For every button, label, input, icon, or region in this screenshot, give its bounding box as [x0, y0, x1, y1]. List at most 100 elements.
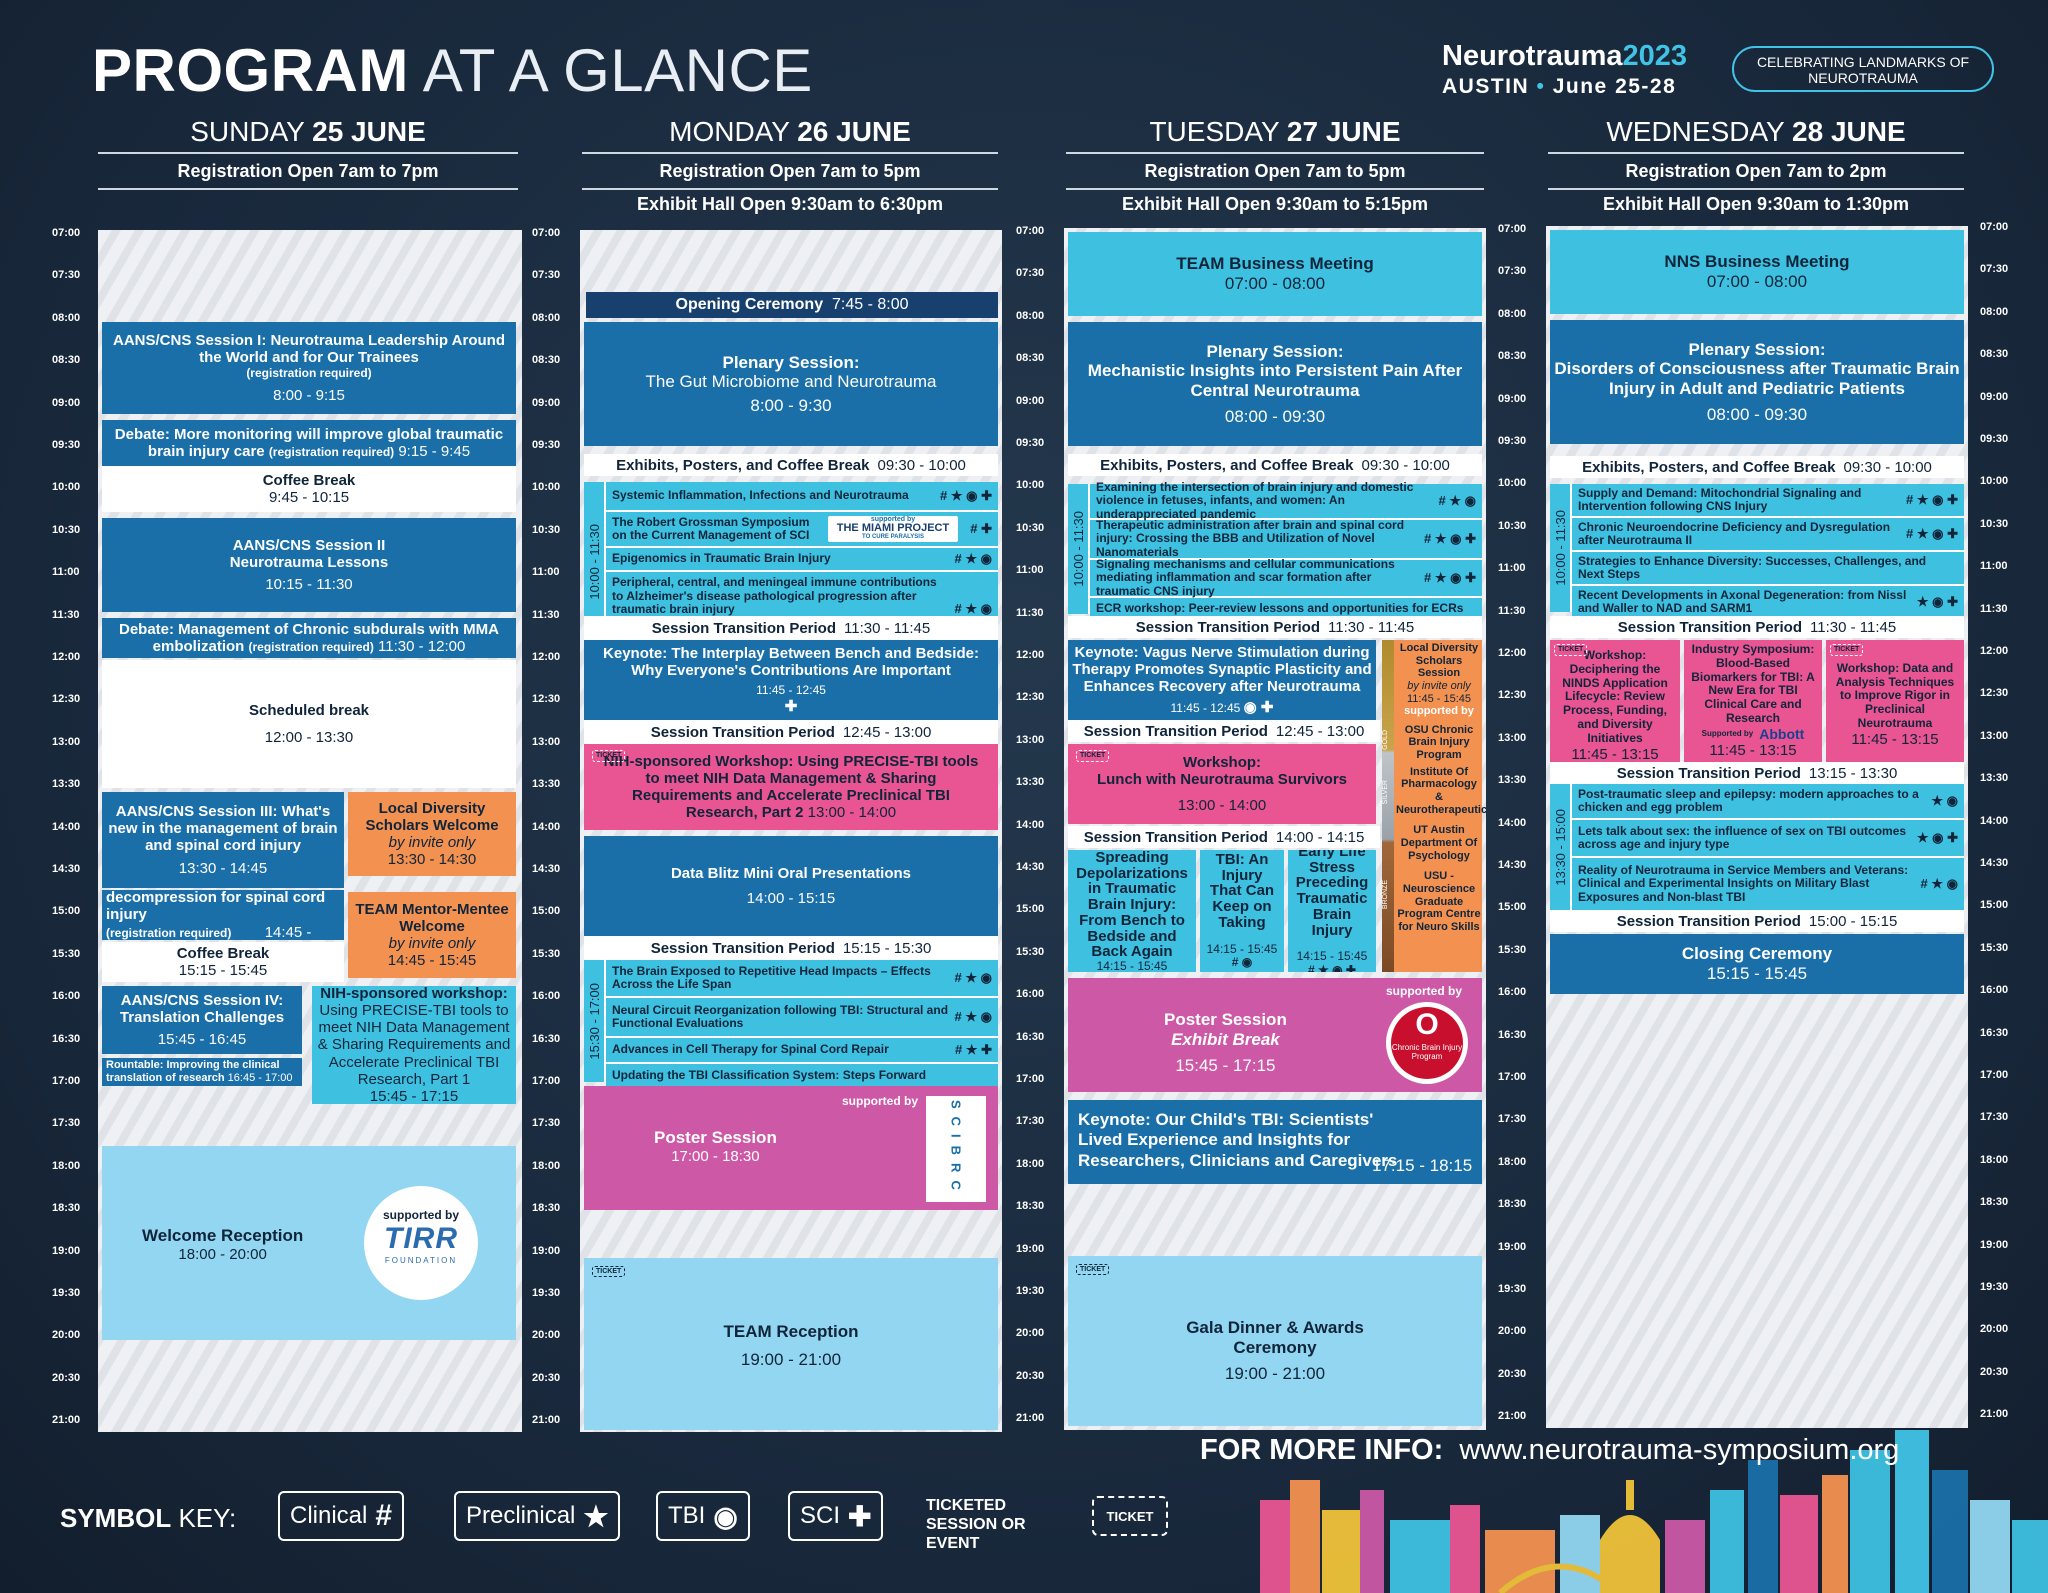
website-link[interactable]: www.neurotrauma-symposium.org — [1459, 1434, 1900, 1466]
parallel-session[interactable]: Recent Developments in Axonal Degenerati… — [1572, 586, 1964, 620]
time-label: 19:30 — [1498, 1283, 1527, 1295]
session-early-life-stress[interactable]: Early Life Stress Preceding Traumatic Br… — [1288, 850, 1376, 972]
time-label: 19:00 — [532, 1244, 561, 1257]
ticket-icon: TICKET — [1076, 750, 1110, 763]
parallel-session[interactable]: Advances in Cell Therapy for Spinal Cord… — [606, 1038, 998, 1064]
time-label: 19:30 — [532, 1287, 561, 1299]
time-label: 17:00 — [1498, 1071, 1527, 1083]
time-label: 10:00 — [532, 481, 561, 494]
parallel-session[interactable]: Systemic Inflammation, Infections and Ne… — [606, 482, 998, 512]
poster-session-tuesday[interactable]: Poster Session Exhibit Break 15:45 - 17:… — [1068, 978, 1482, 1092]
session-aans-4[interactable]: AANS/CNS Session IV: Translation Challen… — [102, 986, 302, 1054]
parallel-session[interactable]: Reality of Neurotrauma in Service Member… — [1572, 858, 1964, 912]
parallel-session[interactable]: Epigenomics in Traumatic Brain Injury# ★… — [606, 548, 998, 572]
keynote-childs-tbi[interactable]: Keynote: Our Child's TBI: Scientists' Li… — [1068, 1100, 1482, 1184]
time-label: 16:30 — [1498, 1028, 1527, 1041]
time-label: 18:00 — [52, 1159, 81, 1172]
nih-workshop-part-1[interactable]: NIH-sponsored workshop: Using PRECISE-TB… — [312, 986, 516, 1104]
time-label: 14:30 — [532, 863, 561, 875]
workshop-ninds[interactable]: TICKET Workshop: Deciphering the NINDS A… — [1550, 640, 1680, 762]
opening-ceremony[interactable]: Opening Ceremony 7:45 - 8:00 — [586, 292, 998, 318]
local-diversity-welcome[interactable]: Local Diversity Scholars Welcome by invi… — [348, 792, 516, 876]
session-cortical-spreading[interactable]: Cortical Spreading Depolarizations in Tr… — [1068, 850, 1196, 972]
time-label: 10:00 — [52, 481, 81, 494]
closing-ceremony[interactable]: Closing Ceremony 15:15 - 15:45 — [1550, 934, 1964, 994]
data-blitz-session[interactable]: Data Blitz Mini Oral Presentations 14:00… — [584, 836, 998, 936]
time-label: 18:00 — [1498, 1155, 1527, 1168]
time-label: 08:00 — [532, 311, 561, 324]
ticket-icon: TICKET — [1554, 644, 1588, 657]
nns-business-meeting[interactable]: NNS Business Meeting 07:00 - 08:00 — [1550, 230, 1964, 314]
nih-workshop-part-2[interactable]: TICKET NIH-sponsored Workshop: Using PRE… — [584, 744, 998, 830]
parallel-session[interactable]: Signaling mechanisms and cellular commun… — [1090, 558, 1482, 598]
workshop-lunch-survivors[interactable]: TICKET Workshop: Lunch with Neurotrauma … — [1068, 744, 1376, 824]
welcome-reception[interactable]: Welcome Reception 18:00 - 20:00 supporte… — [102, 1146, 516, 1340]
session-debate-1[interactable]: Debate: More monitoring will improve glo… — [102, 420, 516, 466]
parallel-session[interactable]: Therapeutic administration after brain a… — [1090, 519, 1482, 560]
plenary-session-tuesday[interactable]: Plenary Session: Mechanistic Insights in… — [1068, 322, 1482, 446]
time-label: 07:00 — [532, 227, 561, 239]
time-label: 07:30 — [1980, 263, 2009, 276]
time-label: 16:00 — [52, 990, 81, 1003]
tirr-foundation-logo: supported by TIRR FOUNDATION — [364, 1186, 478, 1300]
parallel-session[interactable]: The Robert Grossman Symposium on the Cur… — [606, 512, 998, 548]
keynote-monday[interactable]: Keynote: The Interplay Between Bench and… — [584, 640, 998, 720]
time-label: 12:30 — [52, 693, 81, 706]
session-debate-2[interactable]: Debate: Management of Chronic subdurals … — [102, 618, 516, 658]
time-label: 10:30 — [52, 523, 81, 536]
gala-dinner[interactable]: TICKET Gala Dinner & Awards Ceremony 19:… — [1068, 1256, 1482, 1426]
parallel-session[interactable]: Examining the intersection of brain inju… — [1090, 481, 1482, 520]
time-label: 09:30 — [1980, 433, 2009, 445]
parallel-session[interactable]: Post-traumatic sleep and epilepsy: moder… — [1572, 784, 1964, 820]
time-label: 09:30 — [532, 439, 561, 451]
poster-session-monday[interactable]: Poster Session 17:00 - 18:30 supported b… — [584, 1086, 998, 1210]
time-label: 17:00 — [1016, 1073, 1045, 1085]
parallel-session[interactable]: Strategies to Enhance Diversity: Success… — [1572, 552, 1964, 586]
industry-symposium[interactable]: Industry Symposium: Blood-Based Biomarke… — [1684, 640, 1822, 762]
session-tbi-injury[interactable]: TBI: An Injury That Can Keep on Taking 1… — [1200, 850, 1284, 972]
time-label: 17:00 — [1980, 1069, 2009, 1081]
parallel-session[interactable]: Supply and Demand: Mitochondrial Signali… — [1572, 484, 1964, 518]
time-label: 14:30 — [1016, 861, 1045, 873]
ticketed-session-label: TICKETED SESSION OR EVENT — [926, 1497, 1026, 1553]
registration-sunday: Registration Open 7am to 7pm — [98, 152, 518, 190]
time-label: 16:30 — [1016, 1030, 1045, 1043]
time-label: 15:30 — [1016, 945, 1045, 958]
team-mentor-mentee-welcome[interactable]: TEAM Mentor-Mentee Welcome by invite onl… — [348, 892, 516, 978]
local-diversity-scholars-session[interactable]: GOLD SILVER BRONZE Local Diversity Schol… — [1382, 640, 1486, 972]
parallel-session[interactable]: Neural Circuit Reorganization following … — [606, 998, 998, 1038]
team-business-meeting[interactable]: TEAM Business Meeting 07:00 - 08:00 — [1068, 232, 1482, 316]
session-aans-3[interactable]: AANS/CNS Session III: What's new in the … — [102, 792, 344, 888]
roundtable-session[interactable]: Rountable: Improving the clinical transl… — [102, 1058, 302, 1086]
session-debate-3[interactable]: Debate: Value of early decompression for… — [102, 890, 344, 940]
schedule-column-monday: Opening Ceremony 7:45 - 8:00 Plenary Ses… — [580, 230, 1002, 1432]
parallel-time-wednesday: 10:00 - 11:30 — [1552, 510, 1568, 586]
parallel-session[interactable]: The Brain Exposed to Repetitive Head Imp… — [606, 960, 998, 998]
time-label: 12:30 — [532, 693, 561, 706]
session-aans-1[interactable]: AANS/CNS Session I: Neurotrauma Leadersh… — [102, 322, 516, 414]
time-label: 09:30 — [1016, 437, 1045, 449]
day-header-tuesday: TUESDAY 27 JUNE Registration Open 7am to… — [1066, 116, 1484, 215]
workshop-data-analysis[interactable]: TICKET Workshop: Data and Analysis Techn… — [1826, 640, 1964, 762]
time-label: 07:00 — [1498, 223, 1527, 235]
plenary-session-wednesday[interactable]: Plenary Session: Disorders of Consciousn… — [1550, 320, 1964, 444]
parallel-session[interactable]: Chronic Neuroendocrine Deficiency and Dy… — [1572, 518, 1964, 552]
ticket-icon: TICKET — [592, 750, 626, 763]
registration-wednesday: Registration Open 7am to 2pm — [1548, 152, 1964, 190]
ticket-icon: TICKET — [1092, 1496, 1168, 1536]
symbol-key-label: SYMBOL KEY: — [60, 1503, 237, 1533]
time-label: 11:00 — [1016, 564, 1044, 577]
time-label: 11:30 — [1980, 602, 2008, 615]
session-aans-2[interactable]: AANS/CNS Session II Neurotrauma Lessons … — [102, 518, 516, 612]
parallel-session[interactable]: Peripheral, central, and meningeal immun… — [606, 572, 998, 620]
plenary-session-monday[interactable]: Plenary Session: The Gut Microbiome and … — [584, 322, 998, 446]
parallel-session[interactable]: Lets talk about sex: the influence of se… — [1572, 820, 1964, 858]
more-info-label: FOR MORE INFO: — [1200, 1434, 1444, 1466]
time-label: 10:00 — [1016, 479, 1045, 492]
tagline-badge: CELEBRATING LANDMARKS OF NEUROTRAUMA — [1732, 46, 1994, 92]
team-reception[interactable]: TICKET TEAM Reception 19:00 - 21:00 — [584, 1258, 998, 1430]
time-label: 20:00 — [1498, 1325, 1527, 1338]
keynote-tuesday[interactable]: Keynote: Vagus Nerve Stimulation during … — [1068, 640, 1376, 720]
